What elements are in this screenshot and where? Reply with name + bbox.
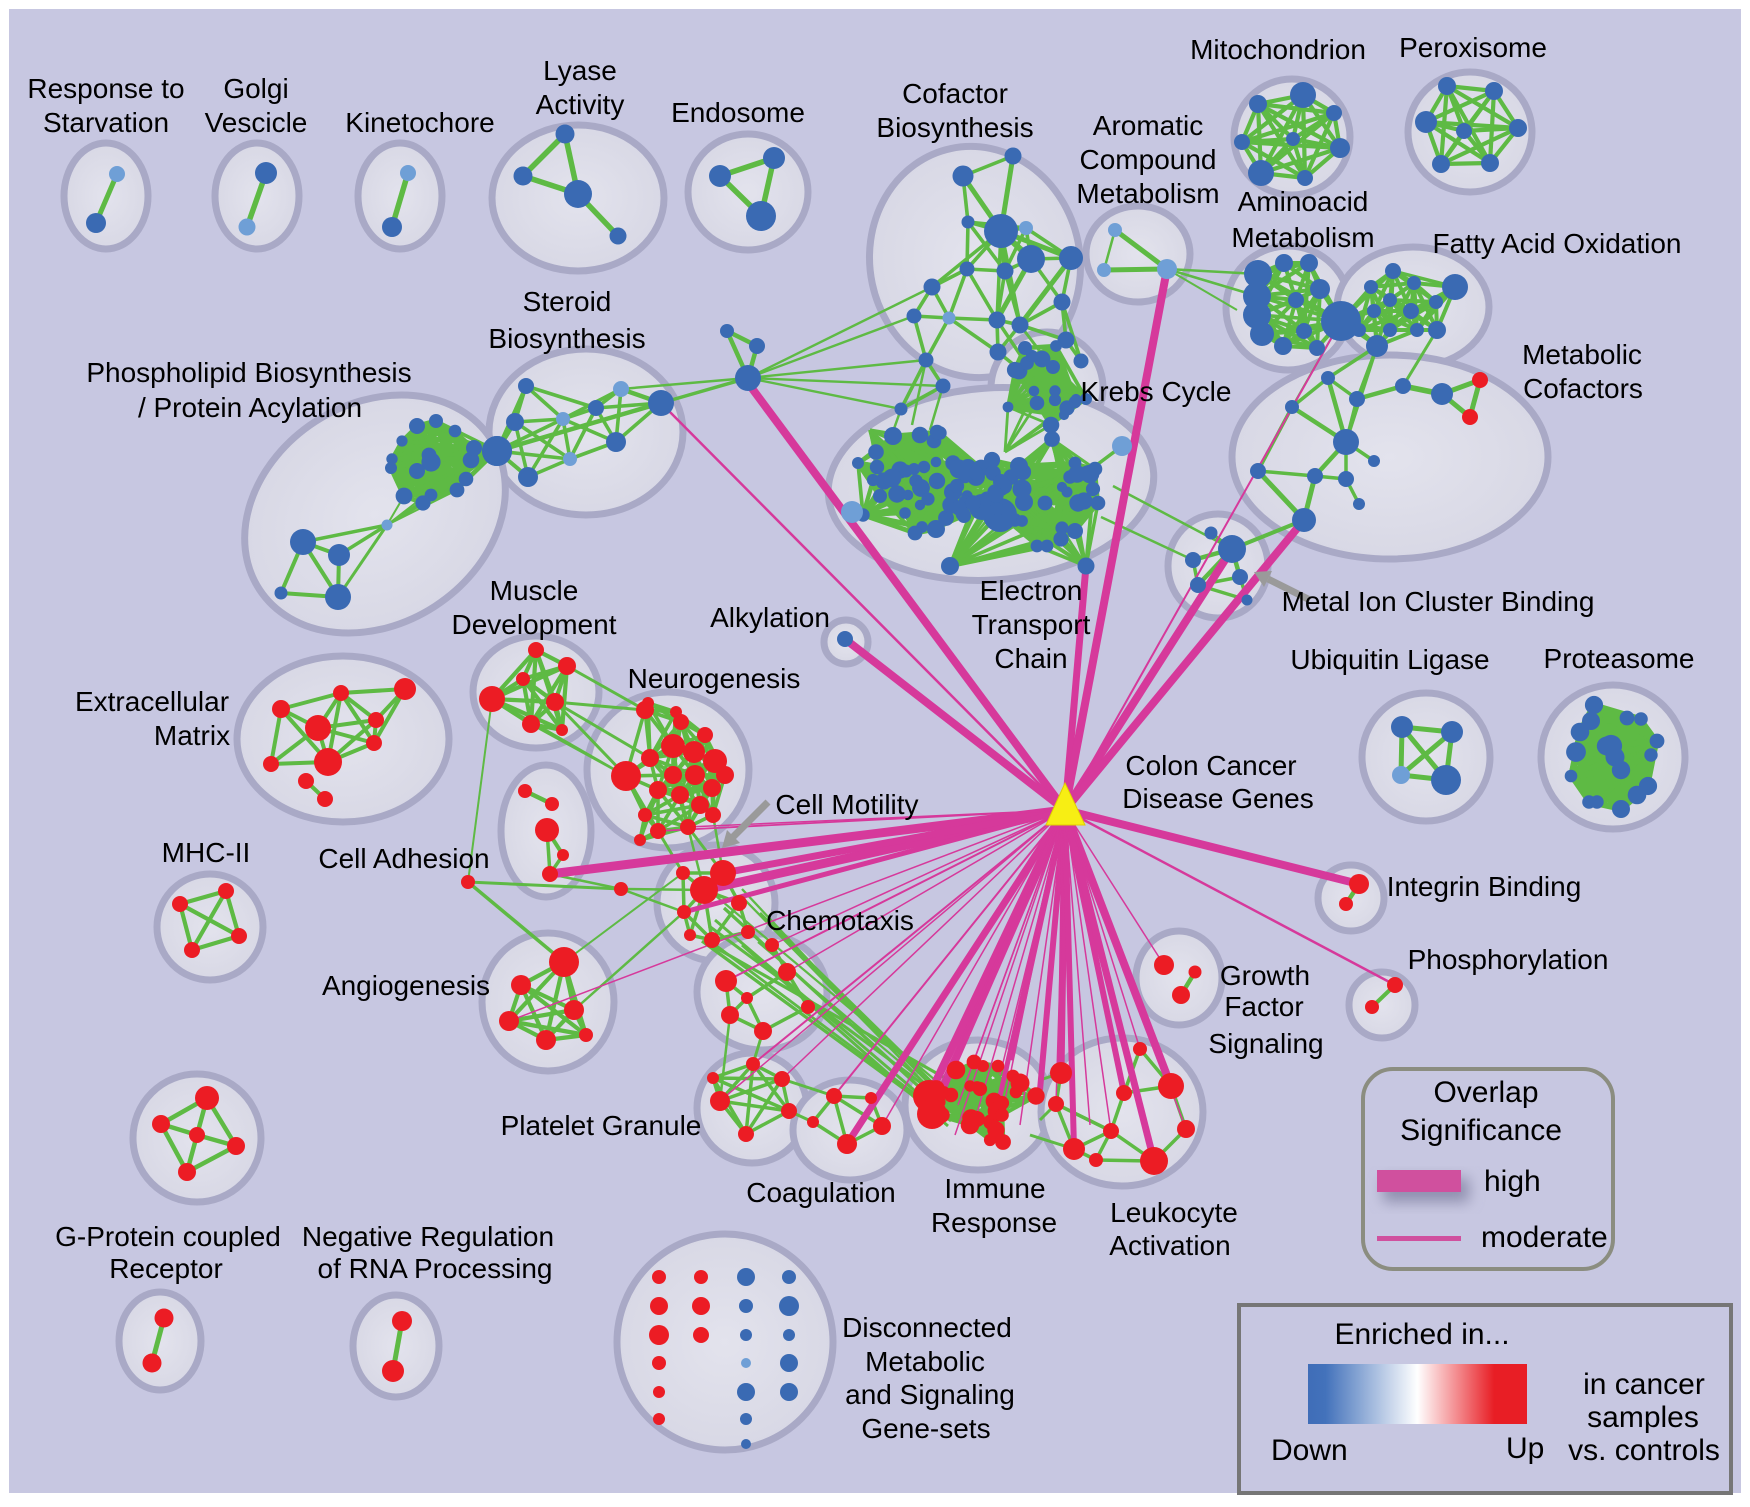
svg-text:Signaling: Signaling xyxy=(1208,1028,1323,1059)
svg-text:Biosynthesis: Biosynthesis xyxy=(488,323,645,354)
svg-text:Metabolic: Metabolic xyxy=(865,1346,985,1377)
svg-text:Krebs Cycle: Krebs Cycle xyxy=(1081,376,1232,407)
svg-text:samples: samples xyxy=(1587,1401,1699,1434)
svg-text:Overlap: Overlap xyxy=(1433,1076,1538,1109)
svg-text:Chain: Chain xyxy=(994,643,1067,674)
svg-text:Neurogenesis: Neurogenesis xyxy=(628,663,801,694)
svg-text:/ Protein Acylation: / Protein Acylation xyxy=(138,392,362,423)
svg-text:Proteasome: Proteasome xyxy=(1544,643,1695,674)
svg-text:of RNA Processing: of RNA Processing xyxy=(318,1253,553,1284)
svg-text:Cell Adhesion: Cell Adhesion xyxy=(318,843,489,874)
svg-text:Receptor: Receptor xyxy=(109,1253,223,1284)
svg-text:Platelet Granule: Platelet Granule xyxy=(501,1110,702,1141)
svg-text:Muscle: Muscle xyxy=(490,575,579,606)
svg-text:Alkylation: Alkylation xyxy=(710,602,830,633)
svg-text:moderate: moderate xyxy=(1481,1221,1608,1254)
svg-text:vs. controls: vs. controls xyxy=(1568,1434,1720,1467)
svg-text:Leukocyte: Leukocyte xyxy=(1110,1197,1238,1228)
svg-text:Metabolism: Metabolism xyxy=(1076,178,1219,209)
svg-text:MHC-II: MHC-II xyxy=(162,837,251,868)
svg-text:Compound: Compound xyxy=(1080,144,1217,175)
svg-text:Biosynthesis: Biosynthesis xyxy=(876,112,1033,143)
svg-text:Negative Regulation: Negative Regulation xyxy=(302,1221,554,1252)
svg-text:Down: Down xyxy=(1271,1434,1348,1467)
svg-text:Steroid: Steroid xyxy=(523,286,612,317)
svg-text:Endosome: Endosome xyxy=(671,97,805,128)
svg-text:Mitochondrion: Mitochondrion xyxy=(1190,34,1366,65)
svg-text:Chemotaxis: Chemotaxis xyxy=(766,905,914,936)
svg-text:Coagulation: Coagulation xyxy=(746,1177,895,1208)
svg-text:Fatty Acid Oxidation: Fatty Acid Oxidation xyxy=(1432,228,1681,259)
svg-text:Gene-sets: Gene-sets xyxy=(861,1413,990,1444)
svg-text:Integrin Binding: Integrin Binding xyxy=(1387,871,1582,902)
svg-text:Cofactors: Cofactors xyxy=(1523,373,1643,404)
svg-text:and Signaling: and Signaling xyxy=(845,1379,1015,1410)
svg-text:high: high xyxy=(1484,1165,1541,1198)
svg-text:Response: Response xyxy=(931,1207,1057,1238)
svg-text:Peroxisome: Peroxisome xyxy=(1399,32,1547,63)
svg-text:Lyase: Lyase xyxy=(543,55,617,86)
svg-text:Factor: Factor xyxy=(1224,991,1303,1022)
svg-text:Phospholipid Biosynthesis: Phospholipid Biosynthesis xyxy=(86,357,411,388)
svg-text:Metal Ion Cluster Binding: Metal Ion Cluster Binding xyxy=(1282,586,1595,617)
svg-text:Metabolism: Metabolism xyxy=(1231,222,1374,253)
svg-text:Vescicle: Vescicle xyxy=(205,107,308,138)
svg-text:Enriched in...: Enriched in... xyxy=(1334,1318,1509,1351)
svg-text:Disease Genes: Disease Genes xyxy=(1122,783,1313,814)
svg-text:Extracellular: Extracellular xyxy=(75,686,229,717)
svg-text:Activity: Activity xyxy=(536,89,625,120)
svg-text:Up: Up xyxy=(1506,1432,1544,1465)
svg-text:Response to: Response to xyxy=(27,73,184,104)
svg-text:Aromatic: Aromatic xyxy=(1093,110,1203,141)
svg-text:Cofactor: Cofactor xyxy=(902,78,1008,109)
svg-text:in cancer: in cancer xyxy=(1583,1368,1705,1401)
svg-text:Transport: Transport xyxy=(972,609,1091,640)
svg-text:Aminoacid: Aminoacid xyxy=(1238,186,1369,217)
svg-text:Phosphorylation: Phosphorylation xyxy=(1408,944,1609,975)
svg-text:Electron: Electron xyxy=(980,575,1083,606)
svg-text:Disconnected: Disconnected xyxy=(842,1312,1012,1343)
svg-text:Cell Motility: Cell Motility xyxy=(775,789,918,820)
svg-text:G-Protein coupled: G-Protein coupled xyxy=(55,1221,281,1252)
svg-text:Metabolic: Metabolic xyxy=(1522,339,1642,370)
svg-text:Colon Cancer: Colon Cancer xyxy=(1125,750,1296,781)
svg-text:Growth: Growth xyxy=(1220,960,1310,991)
svg-text:Significance: Significance xyxy=(1400,1114,1562,1147)
svg-text:Starvation: Starvation xyxy=(43,107,169,138)
svg-text:Angiogenesis: Angiogenesis xyxy=(322,970,490,1001)
svg-text:Kinetochore: Kinetochore xyxy=(345,107,494,138)
svg-text:Activation: Activation xyxy=(1109,1230,1230,1261)
svg-text:Matrix: Matrix xyxy=(154,720,230,751)
svg-text:Development: Development xyxy=(452,609,617,640)
svg-text:Immune: Immune xyxy=(944,1173,1045,1204)
svg-text:Ubiquitin Ligase: Ubiquitin Ligase xyxy=(1290,644,1489,675)
svg-text:Golgi: Golgi xyxy=(223,73,288,104)
